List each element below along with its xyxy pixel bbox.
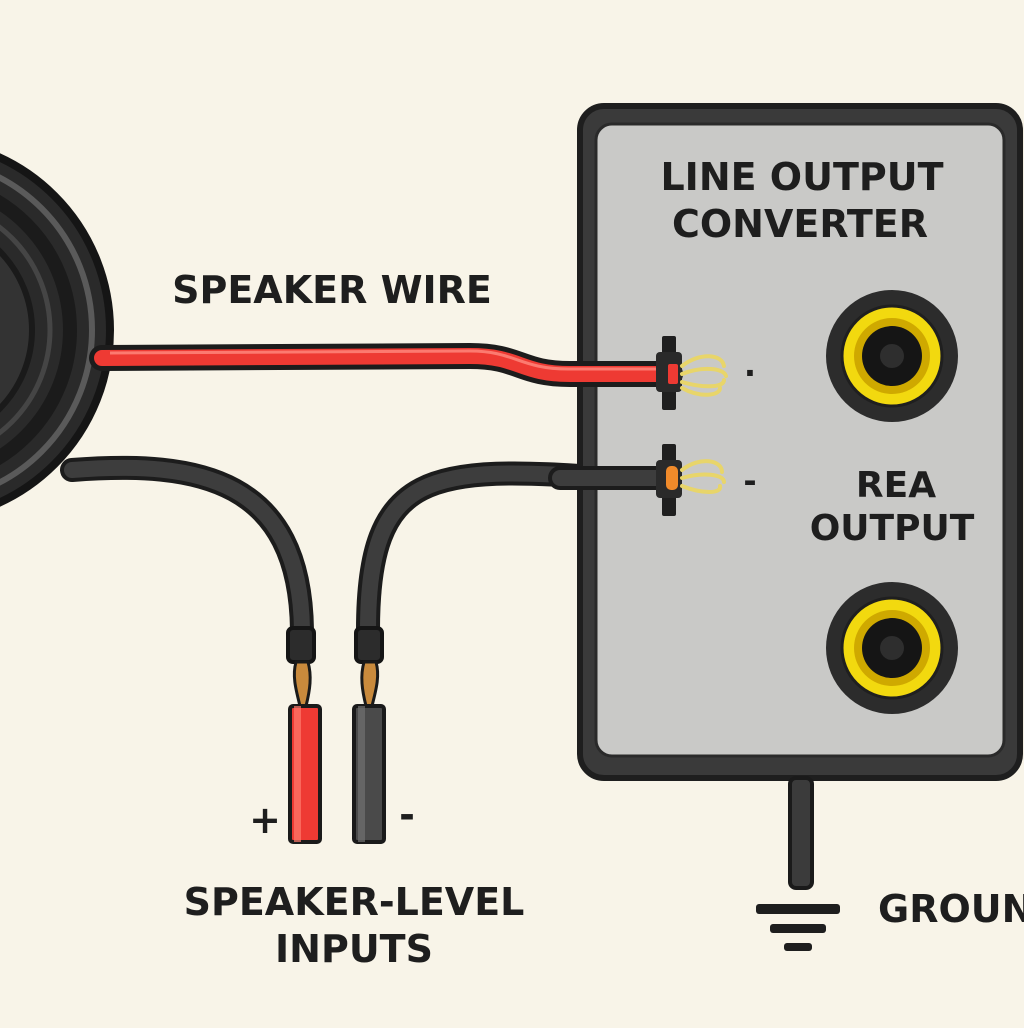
- rca-jack-icon: [826, 290, 958, 422]
- speaker-wire-label: SPEAKER WIRE: [172, 268, 492, 312]
- speaker-cone-icon: [0, 153, 114, 507]
- speaker-wire-red: [89, 342, 683, 387]
- terminal-top: [656, 336, 728, 410]
- converter-title-line2: CONVERTER: [672, 202, 928, 246]
- input-lead-negative: [352, 461, 622, 844]
- ground-label: GROUN: [878, 887, 1024, 931]
- rca-output-label-line1: REA: [856, 465, 936, 506]
- negative-sign: -: [399, 793, 415, 837]
- rca-output-label-line2: OUTPUT: [810, 508, 975, 549]
- inputs-label-line1: SPEAKER-LEVEL: [184, 880, 525, 924]
- positive-sign: +: [249, 798, 281, 842]
- terminal-bottom: [656, 444, 726, 516]
- rca-jack-icon: [826, 582, 958, 714]
- terminal-bottom-mark: -: [743, 462, 756, 500]
- terminal-top-mark: ·: [744, 354, 756, 392]
- ground-symbol-icon: [756, 776, 840, 951]
- converter-title-line1: LINE OUTPUT: [660, 155, 943, 199]
- inputs-label-line2: INPUTS: [275, 927, 433, 971]
- input-lead-positive: [60, 455, 322, 844]
